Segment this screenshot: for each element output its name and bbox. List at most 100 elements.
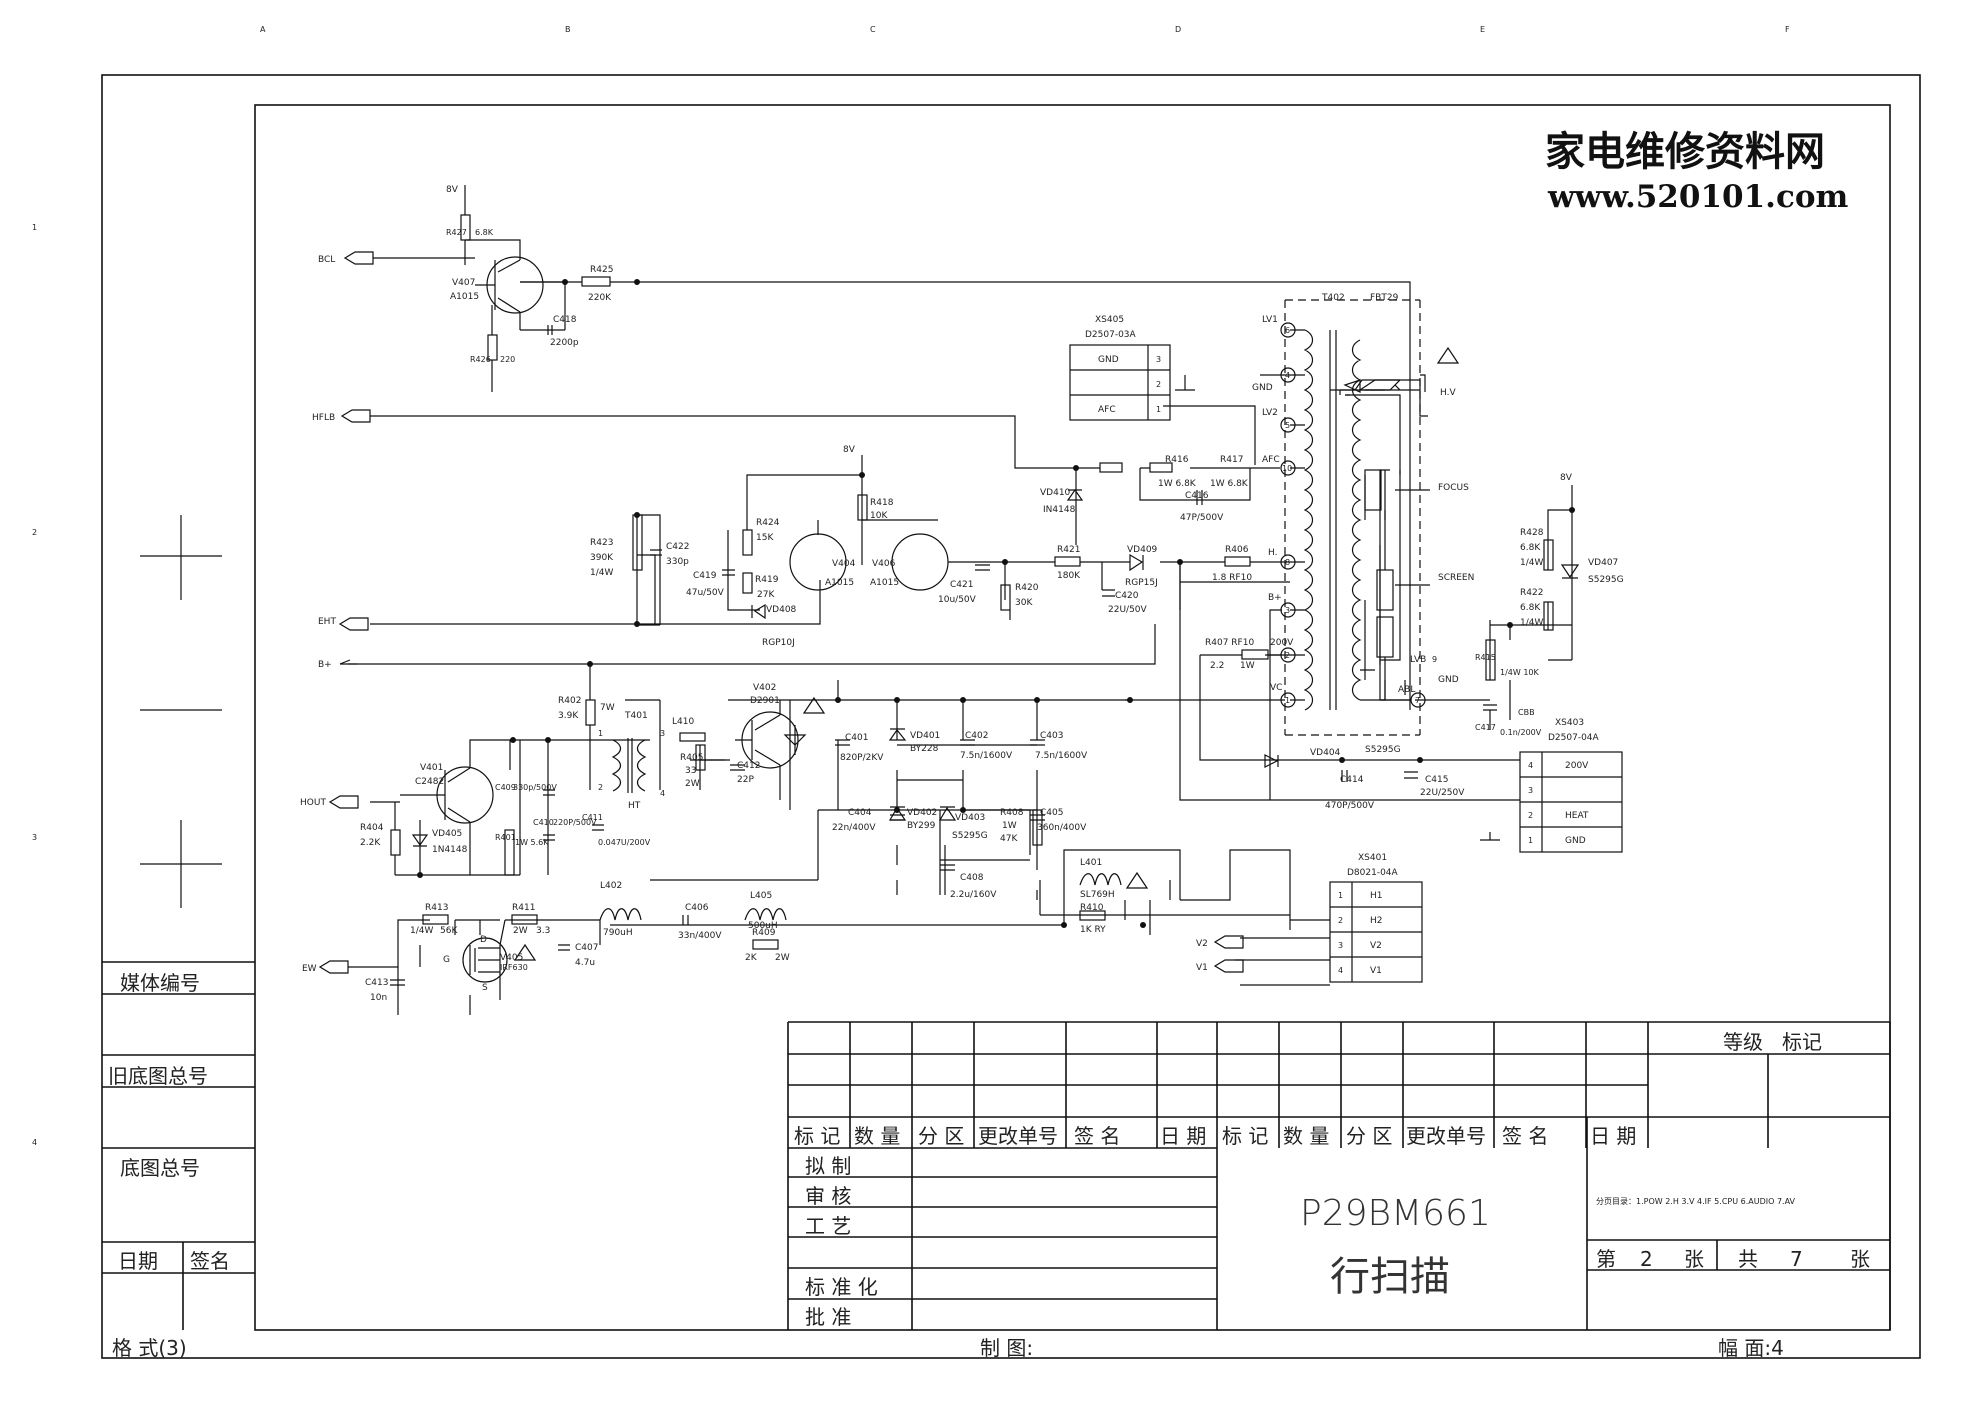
lbl-r404v: 2.2K [360,838,381,848]
xs403-pin-2: 2 [1528,811,1533,820]
lbl-r410v: 1K RY [1080,925,1106,935]
rev-header-7: 标 记 [1222,1124,1268,1148]
lbl-xs405-type: D2507-03A [1085,330,1137,340]
r417 [1149,462,1173,473]
lbl-c412: C412 [737,761,760,771]
lbl-r402p: 7W [600,703,615,713]
lbl-r420: R420 [1015,583,1039,593]
outer-frame [101,74,1921,1359]
sheet-di: 第 [1596,1247,1616,1271]
c414 [1341,770,1348,782]
lbl-c421v: 10u/50V [938,595,977,605]
lbl-c419v: 47u/50V [686,588,725,598]
junctions [417,279,1575,928]
lbl-c413: C413 [365,978,388,988]
pin-5: 5 [1285,421,1290,430]
lbl-v402: V402 [753,683,776,693]
rev-header-10: 更改单号 [1406,1124,1486,1148]
xs405-pin-2: 2 [1156,380,1161,389]
port-eht-label: EHT [318,617,336,627]
lbl-r428p: 1/4W [1520,558,1543,568]
watermark-url: www.520101.com [1547,179,1848,215]
lbl-l402: L402 [600,881,622,891]
r422 [1543,601,1554,631]
rev-header-6: 日 期 [1160,1124,1206,1148]
lbl-l405: L405 [750,891,772,901]
lbl-r406v: 1.8 RF10 [1212,573,1252,583]
lbl-r427v: 6.8K [475,228,494,237]
role-draft: 拟 制 [805,1154,851,1178]
xs401-pin-1: 1 [1338,891,1343,900]
registration-marks [140,515,222,908]
lbl-c409: C409 [495,783,516,792]
lbl-r423v: 390K [590,553,614,563]
lbl-screen: SCREEN [1438,573,1474,583]
port-v1 [1213,959,1244,973]
lbl-xs405: XS405 [1095,315,1124,325]
lbl-vd401: VD401 [910,731,940,741]
grid-letter-d: D [1175,25,1181,34]
l402 [599,908,642,921]
lbl-c409v: 330p/500V [513,783,557,792]
rev-header-12: 日 期 [1590,1124,1636,1148]
lbl-vd410-type: IN4148 [1043,505,1076,515]
sheet-zhang-2: 张 [1850,1247,1870,1271]
lbl-c417v: 0.1n/200V [1500,728,1542,737]
rev-header-9: 分 区 [1346,1124,1392,1148]
port-hflb-label: HFLB [312,413,335,423]
warning-icon-l401 [1125,871,1149,889]
lbl-xs401-h2: H2 [1370,916,1383,926]
lbl-xs403-gnd: GND [1565,836,1586,846]
lbl-lv1: LV1 [1262,315,1278,325]
lbl-xs401-type: D8021-04A [1347,868,1399,878]
lbl-vd409: VD409 [1127,545,1158,555]
lbl-v401-type: C2482 [415,777,444,787]
hv-diode [1343,379,1361,393]
lbl-r404: R404 [360,823,384,833]
role-process: 工 艺 [805,1214,851,1238]
warning-icon-hv [1436,346,1460,364]
lbl-v405: V405 [500,953,523,963]
sheet-title: 行扫描 [1330,1254,1450,1300]
lbl-r416v: 1W 6.8K [1158,479,1197,489]
lbl-vd408: VD408 [766,605,797,615]
r411 [511,914,538,925]
lbl-xs401-v2: V2 [1370,941,1382,951]
lbl-c416: C416 [1185,491,1209,501]
role-standard: 标 准 化 [805,1275,878,1299]
warning-icons [513,346,1460,961]
lbl-r417v: 1W 6.8K [1210,479,1249,489]
lbl-c404v: 22n/400V [832,823,876,833]
lbl-r410: R410 [1080,903,1104,913]
vd407 [1560,564,1580,579]
lbl-v406: V406 [872,559,896,569]
t401-secondary [636,739,647,792]
r410 [1079,910,1106,921]
ground-symbols [1175,375,1500,841]
lbl-gnd-fbt: GND [1252,383,1273,393]
lbl-xs401-v1: V1 [1370,966,1382,976]
transistors [462,700,807,983]
lbl-c408: C408 [960,873,984,883]
sheet-total: 7 [1790,1247,1803,1271]
lbl-vd403: VD403 [955,813,985,823]
t401-pin-3: 3 [660,729,665,738]
lbl-r402v: 3.9K [558,711,579,721]
lbl-r419: R419 [755,575,779,585]
model-number: P29BM661 [1300,1193,1491,1234]
lbl-c420: C420 [1115,591,1139,601]
lbl-xs403: XS403 [1555,718,1584,728]
lbl-ht: HT [628,801,641,811]
inductors [599,732,1122,921]
rev-header-5: 签 名 [1074,1124,1120,1148]
lbl-vd410: VD410 [1040,488,1071,498]
lbl-c421: C421 [950,580,973,590]
lbl-vd401-type: BY228 [910,744,939,754]
r427 [460,214,471,241]
lbl-gnd-lvb: GND [1438,675,1459,685]
lbl-r421: R421 [1057,545,1080,555]
pin-2: 2 [1285,651,1290,660]
r409 [752,939,779,950]
port-bplus [339,659,351,665]
